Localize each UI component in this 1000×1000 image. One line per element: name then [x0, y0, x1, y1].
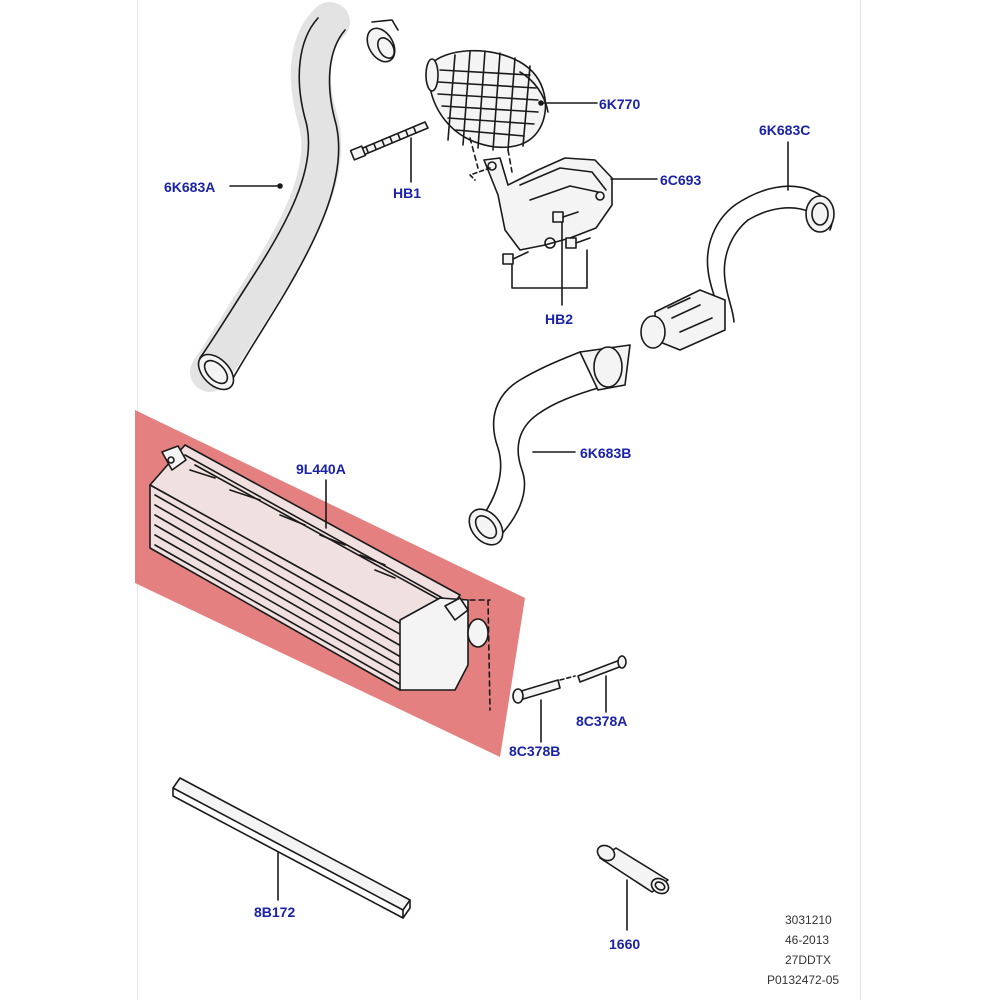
callout-6K683A[interactable]: 6K683A [164, 179, 216, 195]
ref-code-3: 27DDTX [785, 953, 832, 967]
leader-dot-6K683A [277, 183, 283, 189]
callout-8C378A[interactable]: 8C378A [576, 713, 628, 729]
part-6K770[interactable] [425, 49, 549, 173]
strip-8B172[interactable] [172, 777, 411, 919]
callout-8B172[interactable]: 8B172 [254, 904, 296, 920]
callout-HB1[interactable]: HB1 [393, 185, 422, 201]
bolts-HB2[interactable] [502, 211, 591, 306]
callout-8C378B[interactable]: 8C378B [509, 743, 561, 759]
callout-9L440A[interactable]: 9L440A [296, 461, 346, 477]
callout-6K683B[interactable]: 6K683B [580, 445, 632, 461]
hose-6K683C[interactable] [640, 185, 835, 351]
callout-1660[interactable]: 1660 [609, 936, 641, 952]
callout-6K770[interactable]: 6K770 [599, 96, 641, 112]
ref-code-1: 3031210 [785, 913, 832, 927]
leader-dot-6K770 [538, 100, 544, 106]
sleeve-1660[interactable] [595, 842, 672, 896]
pin-8C378A[interactable] [577, 655, 627, 683]
intercooler-9L440A[interactable] [149, 444, 491, 711]
callout-HB2[interactable]: HB2 [545, 311, 574, 327]
ref-code-2: 46-2013 [785, 933, 830, 947]
callout-6C693[interactable]: 6C693 [660, 172, 702, 188]
hose-6K683B[interactable] [462, 344, 631, 551]
bracket-6C693[interactable] [469, 157, 613, 251]
hose-6K683A[interactable] [190, 2, 400, 396]
ref-code-4: P0132472-05 [767, 973, 840, 987]
bolt-HB1[interactable] [349, 121, 429, 161]
pin-8C378B[interactable] [512, 675, 576, 704]
callout-6K683C[interactable]: 6K683C [759, 122, 811, 138]
